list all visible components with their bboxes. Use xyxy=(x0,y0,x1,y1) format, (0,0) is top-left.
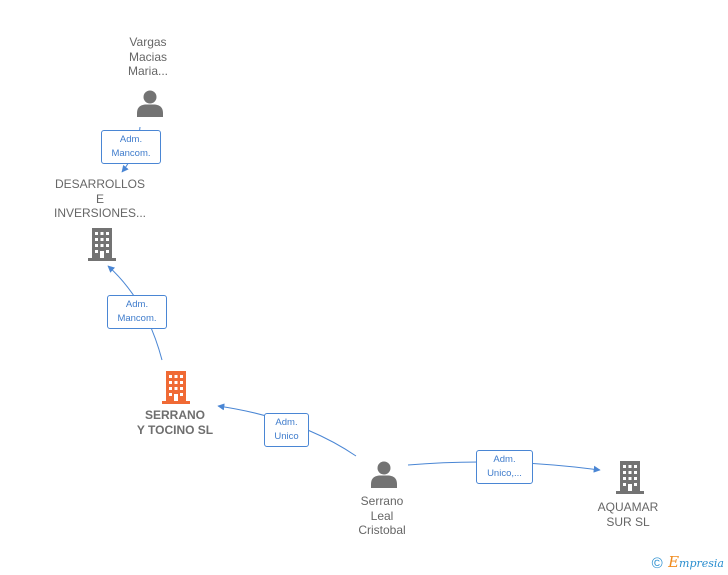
edge-label-line: Adm. xyxy=(493,454,516,465)
footer-brand: © Empresia xyxy=(652,553,724,572)
edge-label-line: Unico xyxy=(274,431,299,442)
node-label-serrano-leal[interactable]: Serrano Leal Cristobal xyxy=(342,494,422,538)
node-label-line: Macias xyxy=(128,49,167,64)
brand-logo-initial: E xyxy=(668,553,680,571)
copyright-icon: © xyxy=(651,555,663,572)
node-label-line: INVERSIONES... xyxy=(53,206,147,220)
edge-label-line: Unico,... xyxy=(487,468,522,479)
node-label-vargas[interactable]: Vargas Macias Maria... xyxy=(108,35,188,79)
person-icon[interactable] xyxy=(369,459,399,489)
edge-label-line: Mancom. xyxy=(117,313,157,324)
edge-label-vargas-desarrollos[interactable]: Adm. Mancom. xyxy=(101,130,161,164)
node-label-line: Cristobal xyxy=(358,523,406,537)
node-label-line: SUR SL xyxy=(606,514,650,529)
edge-label-line: Mancom. xyxy=(111,148,151,159)
edge-label-line: Adm. xyxy=(119,134,143,145)
node-label-line: Maria... xyxy=(127,64,168,78)
brand-logo-text: mpresia xyxy=(679,557,724,570)
node-label-line: Vargas xyxy=(129,35,167,49)
node-label-line: SERRANO xyxy=(144,408,205,422)
node-label-line: AQUAMAR xyxy=(597,500,659,514)
edge-label-line: Adm. xyxy=(125,299,149,310)
edge-label-leal-tocino[interactable]: Adm. Unico xyxy=(264,413,309,447)
node-label-line: E xyxy=(95,191,104,206)
building-icon[interactable] xyxy=(160,369,192,405)
node-label-serrano-tocino[interactable]: SERRANO Y TOCINO SL xyxy=(115,408,235,437)
person-icon[interactable] xyxy=(135,88,165,118)
node-label-line: Leal xyxy=(370,508,394,523)
edge-label-leal-aquamar[interactable]: Adm. Unico,... xyxy=(476,450,533,484)
edge-label-tocino-desarrollos[interactable]: Adm. Mancom. xyxy=(107,295,167,329)
node-label-aquamar[interactable]: AQUAMAR SUR SL xyxy=(588,500,668,529)
node-label-line: Y TOCINO SL xyxy=(136,422,214,437)
node-label-line: DESARROLLOS xyxy=(54,177,146,191)
edge-label-line: Adm. xyxy=(275,417,298,428)
node-label-line: Serrano xyxy=(360,494,404,508)
node-label-desarrollos[interactable]: DESARROLLOS E INVERSIONES... xyxy=(45,177,155,221)
building-icon[interactable] xyxy=(614,459,646,495)
building-icon[interactable] xyxy=(86,226,118,262)
